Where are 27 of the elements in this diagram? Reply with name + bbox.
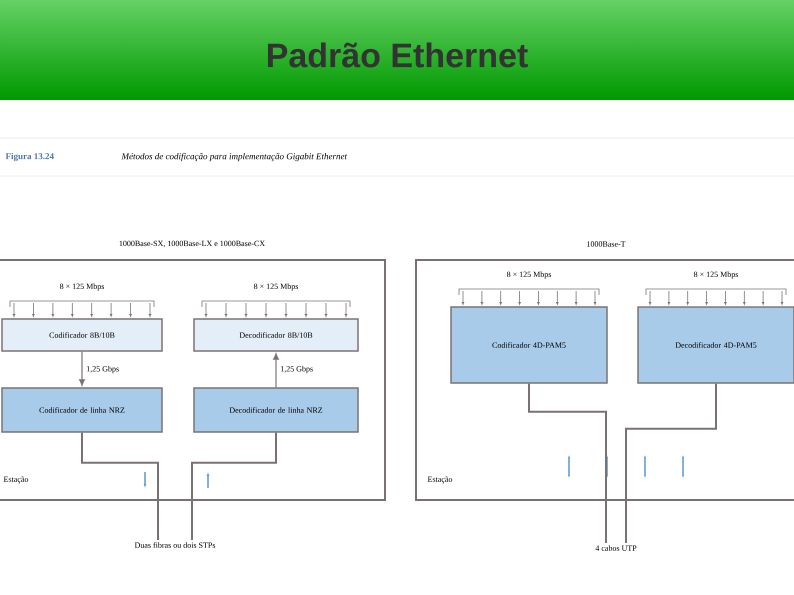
station-heading: 1000Base-SX, 1000Base-LX e 1000Base-CX [120,240,265,248]
station-label: Estação [428,476,452,484]
wire-label: 4 cabos UTP [596,545,636,551]
wire-label: Duas fibras ou dois STPs [134,542,216,548]
station-heading: 1000Base-T [587,241,626,247]
rate-label: 8 × 125 Mbps [694,271,738,279]
wire [625,384,717,543]
figure-number: Figura 13.24 [6,152,54,162]
encoder-box: Codificador 4D-PAM5 [450,306,608,384]
edge-label: 1,25 Gbps [279,364,314,374]
decoder-box: Decodificador de linha NRZ [193,387,359,433]
caption: Métodos de codificação para implementação Gigabit Ethernet [121,152,348,162]
arrow [79,352,85,386]
edge-label: 1,25 Gbps [85,364,120,374]
title: Padrão Ethernet [268,42,528,68]
decoder-box: Decodificador 4D-PAM5 [637,306,794,384]
station-label: Estação [4,476,28,484]
encoder-box: Codificador de linha NRZ [1,387,163,433]
decoder-box: Decodificador 8B/10B [193,318,359,352]
rate-label: 8 × 125 Mbps [506,271,552,279]
encoder-box: Codificador 8B/10B [1,318,163,352]
rate-label: 8 × 125 Mbps [254,283,298,291]
wire [191,432,277,540]
rate-label: 8 × 125 Mbps [60,283,104,291]
wire [528,384,607,543]
wire [81,432,159,540]
arrow [273,353,279,388]
